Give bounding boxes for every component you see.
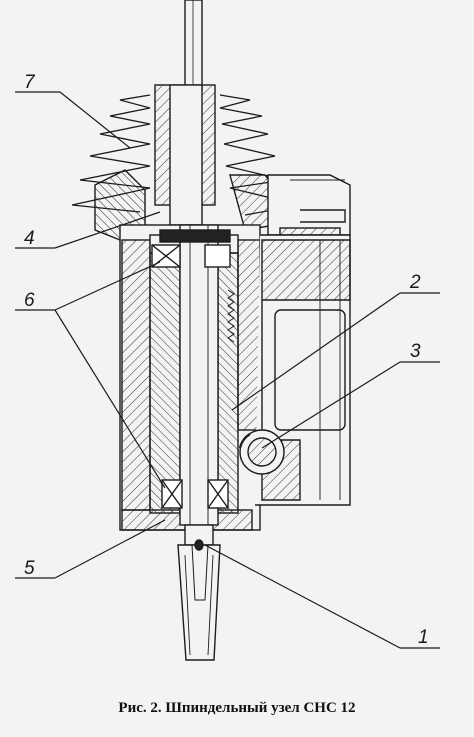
- quill-left: [149, 252, 181, 514]
- callout-5: 5: [24, 558, 35, 579]
- callout-4: 4: [24, 228, 35, 249]
- figure-caption: Рис. 2. Шпиндельный узел СНС 12: [118, 700, 356, 716]
- housing-wall-right: [237, 239, 261, 431]
- leader-lines: [15, 91, 440, 649]
- upper-bearing-right: [204, 244, 231, 268]
- spindle-assembly-drawing: 7 4 6 5 2 3 1: [15, 0, 440, 661]
- callout-1: 1: [418, 627, 429, 648]
- bellows-boot: [71, 84, 301, 226]
- tool-cone: [177, 544, 221, 661]
- spindle-shaft: [179, 224, 219, 526]
- right-cover: [267, 174, 351, 236]
- callout-7: 7: [24, 72, 36, 93]
- callout-3: 3: [410, 341, 421, 362]
- drawing-body: [71, 0, 351, 661]
- rack-teeth: [227, 289, 235, 343]
- upper-rod: [184, 0, 203, 91]
- callout-6: 6: [24, 290, 35, 311]
- callout-2: 2: [409, 272, 421, 293]
- quill-right: [217, 252, 239, 514]
- housing-wall-left: [121, 239, 151, 511]
